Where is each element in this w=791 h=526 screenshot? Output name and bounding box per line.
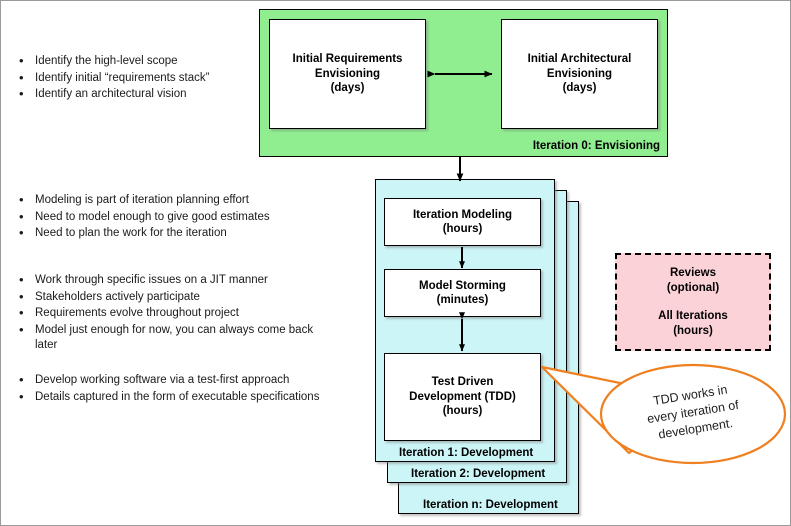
reviews-line-2: (optional) (666, 281, 720, 294)
envisioning-phase-label: Iteration 0: Envisioning (532, 140, 660, 152)
box-line-1: Iteration Modeling (412, 208, 513, 221)
tdd-notes-list: Develop working software via a test-firs… (17, 372, 362, 406)
callout-text: TDD works in every iteration of developm… (608, 374, 778, 450)
reviews-box: Reviews (optional) All Iterations (hours… (615, 253, 771, 351)
list-item: Model just enough for now, you can alway… (17, 322, 327, 354)
box-line-2: (hours) (442, 223, 483, 235)
list-item: Modeling is part of iteration planning e… (17, 192, 317, 209)
model-storming-box: Model Storming (minutes) (384, 269, 541, 317)
test-driven-development-box: Test Driven Development (TDD) (hours) (384, 353, 541, 441)
iteration-modeling-box: Iteration Modeling (hours) (384, 198, 541, 246)
iteration-2-label: Iteration 2: Development (411, 468, 546, 480)
iteration-modeling-notes-list: Modeling is part of iteration planning e… (17, 192, 317, 243)
box-line-2: Envisioning (314, 67, 381, 80)
box-line-3: (days) (330, 82, 365, 95)
iteration-n-label: Iteration n: Development (423, 499, 558, 511)
box-line-2: (minutes) (436, 294, 489, 306)
initial-requirements-envisioning-box: Initial Requirements Envisioning (days) (269, 19, 426, 129)
model-storming-notes-list: Work through specific issues on a JIT ma… (17, 272, 327, 355)
list-item: Details captured in the form of executab… (17, 389, 362, 406)
list-item: Identify the high-level scope (17, 53, 267, 70)
box-line-3: (hours) (442, 405, 483, 418)
reviews-line-3: All Iterations (658, 309, 728, 322)
envisioning-notes-list: Identify the high-level scope Identify i… (17, 53, 267, 104)
reviews-line-1: Reviews (669, 266, 717, 279)
list-item: Need to model enough to give good estima… (17, 209, 317, 226)
box-line-1: Initial Requirements (292, 53, 403, 66)
box-line-3: (days) (562, 82, 597, 95)
list-item: Requirements evolve throughout project (17, 305, 327, 322)
list-item: Need to plan the work for the iteration (17, 225, 317, 242)
box-line-1: Model Storming (419, 279, 506, 292)
iteration-1-label: Iteration 1: Development (399, 447, 534, 459)
list-item: Identify an architectural vision (17, 86, 267, 103)
box-line-1: Test Driven (431, 376, 494, 389)
reviews-line-4: (hours) (673, 324, 713, 337)
list-item: Work through specific issues on a JIT ma… (17, 272, 327, 289)
initial-architectural-envisioning-box: Initial Architectural Envisioning (days) (501, 19, 658, 129)
box-line-2: Envisioning (546, 67, 613, 80)
list-item: Develop working software via a test-firs… (17, 372, 362, 389)
box-line-2: Development (TDD) (409, 390, 516, 403)
box-line-1: Initial Architectural (527, 53, 632, 66)
list-item: Stakeholders actively participate (17, 289, 327, 306)
list-item: Identify initial “requirements stack” (17, 70, 267, 87)
